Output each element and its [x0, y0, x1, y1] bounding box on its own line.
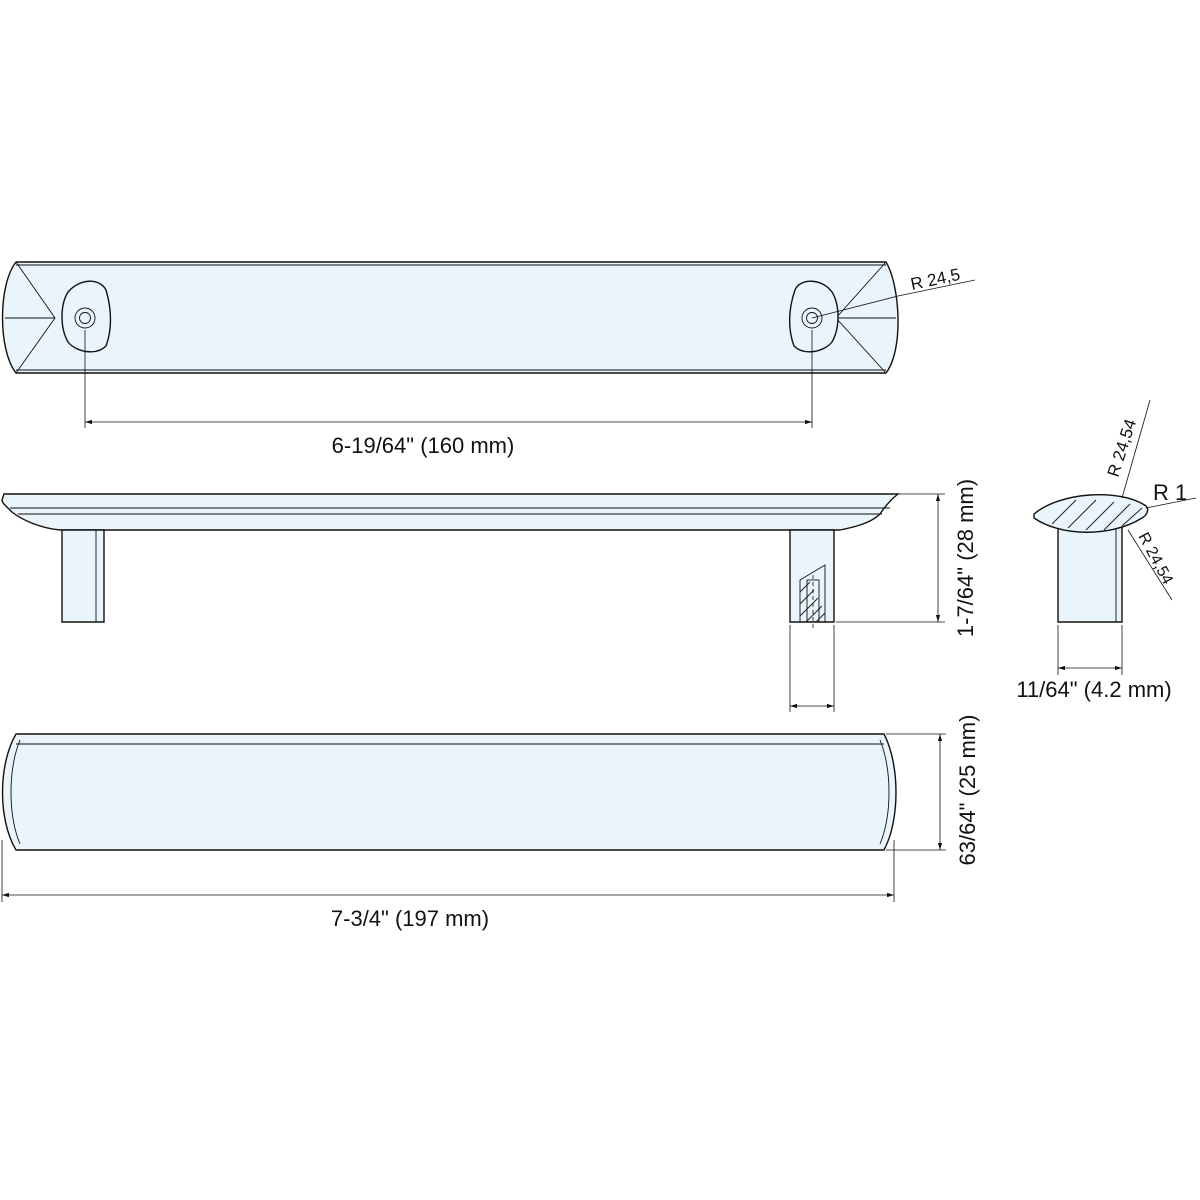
right-screw-hole-inner	[806, 312, 818, 324]
side-view: 1-7/64" (28 mm)	[1, 479, 978, 712]
right-mounting-pad	[788, 280, 839, 353]
top-view-outline	[1, 261, 899, 374]
section-top-radius-label: R 24,54	[1104, 417, 1140, 480]
thread-insert	[806, 579, 820, 623]
height-label: 1-7/64" (28 mm)	[953, 479, 978, 637]
bottom-view-outline	[1, 733, 897, 851]
top-view: R 24,5 6-19/64" (160 mm)	[1, 261, 976, 458]
section-profile	[1033, 493, 1149, 533]
section-leg	[1057, 521, 1123, 623]
section-view: R 24,54 R 1 R 24,54 11/64" (4.2 mm)	[1016, 399, 1197, 702]
section-hatch	[1051, 499, 1143, 531]
right-screw-hole-outer	[801, 307, 823, 329]
left-mounting-pad	[61, 280, 112, 353]
bottom-width-label: 63/64" (25 mm)	[955, 715, 980, 866]
side-view-handle-bar	[1, 493, 901, 531]
section-edge-radius-label: R 1	[1153, 480, 1187, 505]
section-width-label: 11/64" (4.2 mm)	[1016, 677, 1171, 702]
left-screw-hole-outer	[74, 307, 96, 329]
leg-section-cut	[799, 564, 826, 623]
radius-leader	[811, 295, 899, 319]
left-screw-hole-inner	[79, 312, 91, 324]
section-bottom-radius-label: R 24,54	[1134, 530, 1175, 588]
length-label: 7-3/4" (197 mm)	[331, 906, 489, 931]
right-leg	[789, 529, 835, 623]
radius-label: R 24,5	[909, 265, 962, 294]
bottom-view: 63/64" (25 mm) 7-3/4" (197 mm)	[1, 715, 980, 931]
hole-spacing-label: 6-19/64" (160 mm)	[332, 433, 515, 458]
left-leg	[61, 529, 105, 623]
